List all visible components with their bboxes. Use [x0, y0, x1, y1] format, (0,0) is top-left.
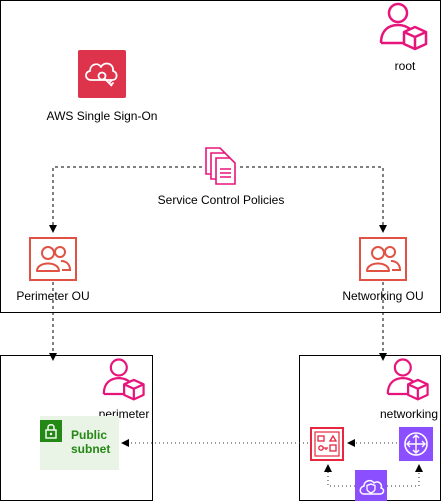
sso-cloud-key-icon — [78, 50, 126, 98]
account-user-icon — [385, 356, 433, 402]
network-firewall-icon — [310, 427, 344, 461]
policy-documents-icon — [203, 146, 239, 186]
perimeter-ou-label: Perimeter OU — [16, 289, 90, 303]
subnet-label-line2: subnet — [71, 442, 111, 456]
networking-ou-label: Networking OU — [342, 289, 424, 303]
sso-label: AWS Single Sign-On — [46, 109, 158, 123]
organizational-unit-icon — [359, 237, 407, 281]
public-subnet-label: Public subnet — [71, 428, 110, 456]
transit-gateway-icon — [399, 427, 433, 461]
subnet-label-line1: Public — [71, 428, 108, 442]
account-user-icon — [101, 356, 149, 402]
lock-icon — [40, 420, 62, 442]
networking-account-label: networking — [379, 407, 439, 421]
scp-label: Service Control Policies — [157, 193, 285, 207]
account-user-icon — [378, 0, 432, 52]
organizational-unit-icon — [29, 237, 77, 281]
root-account-label: root — [394, 59, 416, 73]
vpn-shield-cloud-icon — [355, 470, 387, 501]
